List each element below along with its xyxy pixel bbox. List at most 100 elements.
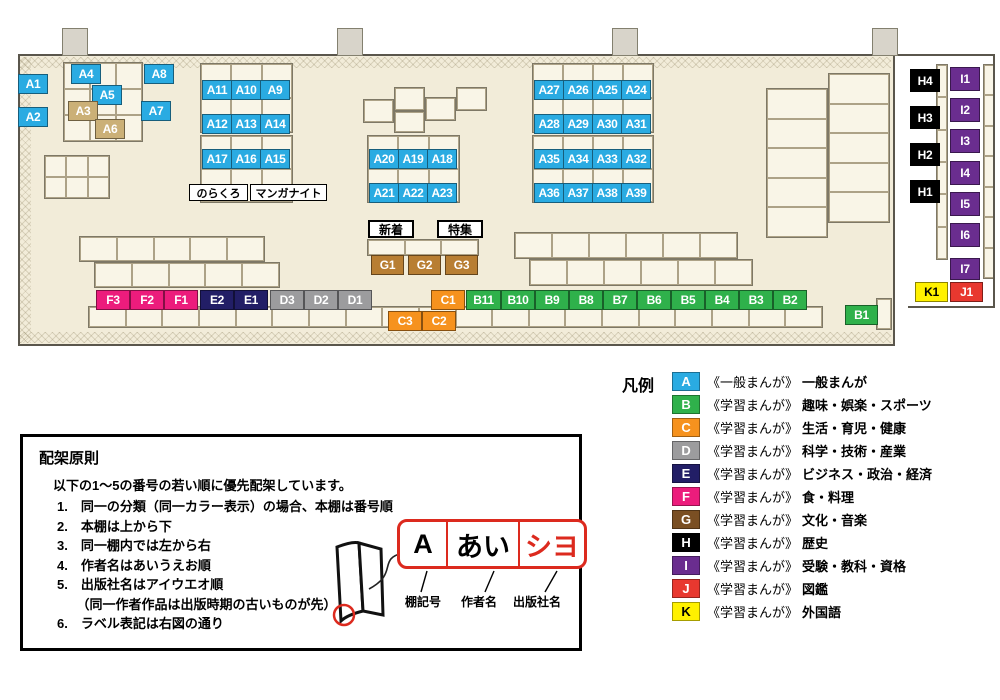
wall-segment [993, 54, 995, 306]
legend-series: 《学習まんが》 [707, 420, 799, 436]
shelf-label-B4: B4 [705, 290, 739, 310]
shelf-cell [426, 98, 455, 120]
shelf-cell [368, 240, 405, 255]
shelf-label-A16: A16 [231, 149, 261, 169]
callout-publisher: 出版社名 [513, 595, 562, 609]
shelf-label-A22: A22 [398, 183, 428, 203]
shelf-cell [767, 89, 827, 119]
shelf-label-A9: A9 [260, 80, 290, 100]
legend-series: 《学習まんが》 [707, 466, 799, 482]
principle-item: 6. ラベル表記は右図の通り [57, 616, 224, 631]
shelf-label-B10: B10 [501, 290, 535, 310]
legend-row-G: G《学習まんが》文化・音楽 [672, 509, 932, 529]
callout-author: 作者名 [461, 595, 498, 609]
shelf-cell [626, 233, 663, 258]
shelf-label-A15: A15 [260, 149, 290, 169]
principle-item: 3. 同一棚内では左から右 [57, 538, 211, 553]
shelf-label-A10: A10 [231, 80, 261, 100]
shelf-cell [89, 307, 126, 327]
shelf-label-A32: A32 [621, 149, 651, 169]
shelf-block [514, 232, 738, 259]
wall-segment [18, 54, 995, 56]
shelf-block [828, 73, 890, 223]
shelf-label-F3: F3 [96, 290, 130, 310]
shelf-label-A21: A21 [369, 183, 399, 203]
shelf-cell [604, 260, 641, 285]
shelf-label-A5: A5 [92, 85, 122, 105]
shelf-label-A26: A26 [563, 80, 593, 100]
shelf-cell [66, 177, 88, 198]
shelf-label-B11: B11 [466, 290, 501, 310]
shelf-cell [829, 162, 889, 193]
shelf-cell [235, 307, 273, 327]
legend-key-J: J [672, 578, 701, 598]
legend-key-I: I [672, 555, 701, 575]
shelf-block [425, 97, 456, 121]
legend-series: 《学習まんが》 [707, 558, 799, 574]
shelf-label-A39: A39 [621, 183, 651, 203]
legend-key-G: G [672, 509, 701, 529]
shelf-label-I4: I4 [950, 161, 980, 185]
shelf-cell [198, 307, 236, 327]
legend-key-C: C [672, 417, 701, 437]
shelf-cell [675, 307, 713, 327]
shelf-cell [308, 307, 346, 327]
principles-intro: 以下の1〜5の番号の若い順に優先配架しています。 [53, 478, 352, 493]
shelf-label-I7: I7 [950, 258, 980, 280]
pillar [62, 28, 88, 56]
shelf-label-J1: J1 [950, 282, 983, 302]
shelf-label-G2: G2 [408, 255, 441, 275]
shelf-label-B6: B6 [637, 290, 671, 310]
shelf-label-A19: A19 [398, 149, 428, 169]
shelf-label-B5: B5 [671, 290, 705, 310]
shelf-label-B3: B3 [739, 290, 773, 310]
wall-segment [18, 54, 20, 346]
shelf-block [367, 239, 479, 256]
shelf-label-H4: H4 [910, 69, 940, 92]
shelf-cell [45, 156, 67, 177]
legend-row-K: K《学習まんが》外国語 [672, 601, 932, 621]
pillar [872, 28, 898, 56]
shelf-cell [829, 103, 889, 134]
shelf-block [456, 87, 487, 111]
pillar [612, 28, 638, 56]
shelf-cell [565, 307, 603, 327]
shelf-label-A12: A12 [202, 114, 232, 134]
legend-series: 《学習まんが》 [707, 581, 799, 597]
legend-category: 文化・音楽 [802, 512, 868, 528]
book-icon [332, 541, 385, 627]
legend-key-D: D [672, 440, 701, 460]
shelf-label-A38: A38 [592, 183, 622, 203]
map-sign-新着: 新着 [368, 220, 414, 238]
shelf-label-C1: C1 [431, 290, 465, 310]
label-author-name: あい [446, 522, 520, 566]
label-shelf-code: A [413, 528, 433, 559]
shelf-label-I6: I6 [950, 223, 980, 247]
shelf-cell [80, 237, 117, 261]
shelf-cell [87, 156, 109, 177]
callout-leader-lines [397, 570, 587, 599]
shelf-cell [66, 156, 88, 177]
shelf-label-A20: A20 [369, 149, 399, 169]
shelf-cell [937, 194, 947, 227]
shelf-cell [404, 240, 442, 255]
shelf-cell [602, 307, 639, 327]
shelf-cell [641, 260, 678, 285]
spine-label-example: A あい シヨ [397, 519, 587, 569]
shelf-label-B7: B7 [603, 290, 637, 310]
shelf-label-H1: H1 [910, 180, 940, 203]
shelf-label-A6: A6 [95, 119, 125, 139]
shelf-cell [638, 307, 676, 327]
shelf-cell [116, 237, 154, 261]
shelf-label-D2: D2 [304, 290, 338, 310]
shelf-label-B1: B1 [845, 305, 878, 325]
shelf-label-A34: A34 [563, 149, 593, 169]
legend-series: 《一般まんが》 [707, 374, 799, 390]
shelf-label-A35: A35 [534, 149, 564, 169]
shelf-label-E1: E1 [234, 290, 268, 310]
shelf-cell [528, 307, 566, 327]
shelf-cell [492, 307, 529, 327]
shelf-label-A25: A25 [592, 80, 622, 100]
